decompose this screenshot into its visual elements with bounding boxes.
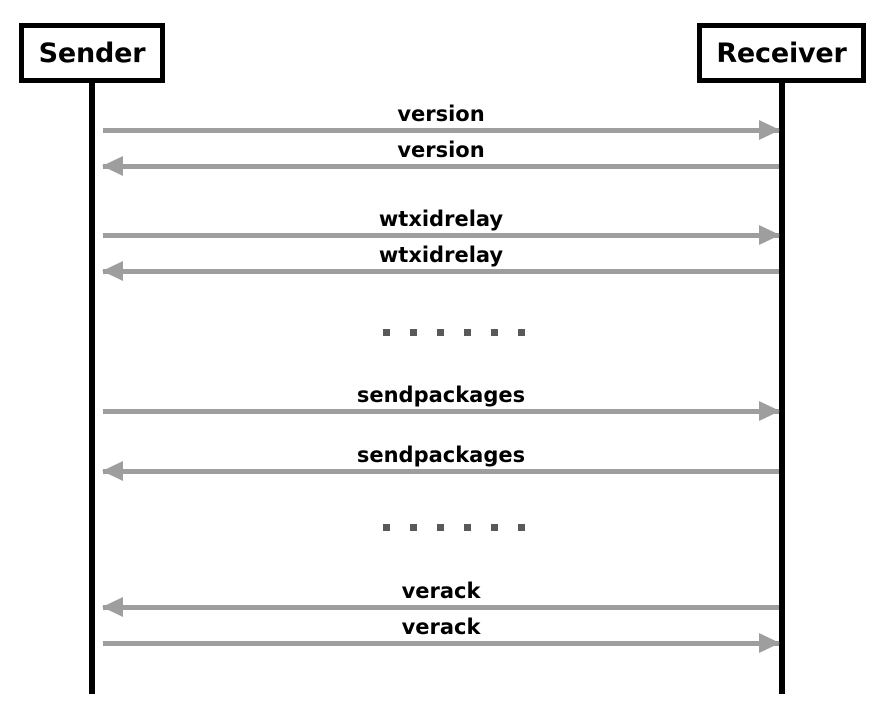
ellipsis-dot [464,524,471,531]
message-line [103,233,779,238]
ellipsis-dot [410,329,417,336]
message-label: verack [401,615,481,639]
arrow-head-left-icon [102,261,123,281]
message-line [103,269,779,274]
ellipsis-dot [518,329,525,336]
message-line [103,469,779,474]
participant-receiver[interactable]: Receiver [697,23,866,83]
ellipsis-dot [383,524,390,531]
ellipsis-dot [410,524,417,531]
participant-receiver-label: Receiver [716,37,847,69]
lifeline-sender [89,83,95,694]
ellipsis-dot [437,329,444,336]
message-line [103,164,779,169]
ellipsis-dot [491,329,498,336]
message-line [103,605,779,610]
arrow-head-right-icon [759,120,780,140]
ellipsis-dot [491,524,498,531]
ellipsis-row-lower [383,524,525,531]
arrow-head-right-icon [759,225,780,245]
arrow-head-right-icon [759,633,780,653]
arrow-head-left-icon [102,461,123,481]
message-label: wtxidrelay [378,243,504,267]
arrow-head-right-icon [759,401,780,421]
ellipsis-row-upper [383,329,525,336]
ellipsis-dot [464,329,471,336]
message-label: sendpackages [356,383,526,407]
message-label: version [397,102,485,126]
participant-sender[interactable]: Sender [19,23,165,83]
message-line [103,128,779,133]
message-label: wtxidrelay [378,207,504,231]
arrow-head-left-icon [102,597,123,617]
message-label: version [397,138,485,162]
message-line [103,409,779,414]
message-label: verack [401,579,481,603]
message-line [103,641,779,646]
ellipsis-dot [383,329,390,336]
message-label: sendpackages [356,443,526,467]
participant-sender-label: Sender [38,37,146,69]
ellipsis-dot [437,524,444,531]
ellipsis-dot [518,524,525,531]
lifeline-receiver [779,83,785,694]
arrow-head-left-icon [102,156,123,176]
